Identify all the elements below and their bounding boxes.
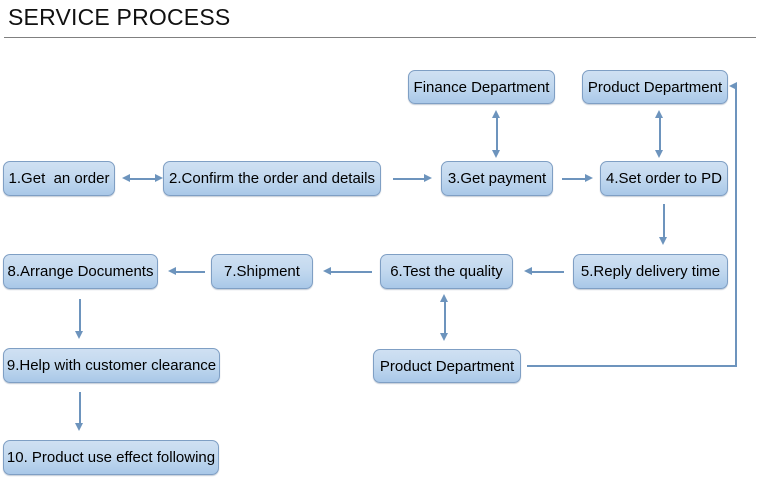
arrowhead-left [323,267,331,275]
node-step-2-confirm-order[interactable]: 2.Confirm the order and details [163,161,381,196]
edge-line [663,204,665,240]
edge-line-horizontal-bottom [527,365,737,367]
node-finance-department[interactable]: Finance Department [408,70,555,104]
arrowhead-left [122,174,130,182]
edge-line [129,178,157,180]
edge-line [79,299,81,334]
node-step-10-product-use-effect[interactable]: 10. Product use effect following [3,440,219,475]
arrowhead-down [75,331,83,339]
node-step-4-set-order-to-pd[interactable]: 4.Set order to PD [600,161,728,196]
edge-line [530,271,564,273]
arrowhead-left [168,267,176,275]
arrowhead-down [655,150,663,158]
arrowhead-up [492,110,500,118]
node-step-7-shipment[interactable]: 7.Shipment [211,254,313,289]
node-step-1-get-an-order[interactable]: 1.Get an order [3,161,115,196]
arrowhead-left [524,267,532,275]
edge-line-vertical-right [735,86,737,366]
edge-line [393,178,425,180]
edge-line [562,178,589,180]
edge-line [330,271,372,273]
node-step-5-reply-delivery-time[interactable]: 5.Reply delivery time [573,254,728,289]
arrowhead-right [155,174,163,182]
edge-elbow-bottom [735,365,737,367]
node-step-9-customer-clearance[interactable]: 9.Help with customer clearance [3,348,220,383]
edge-line [659,117,661,153]
arrowhead-down [659,237,667,245]
arrowhead-down [75,423,83,431]
edge-line [175,271,205,273]
arrowhead-down [440,333,448,341]
arrowhead-up [655,110,663,118]
arrowhead-right [424,174,432,182]
edge-line [496,117,498,153]
arrowhead-right [585,174,593,182]
edge-line [444,301,446,336]
arrowhead-down [492,150,500,158]
title-divider [4,37,756,38]
node-step-8-arrange-documents[interactable]: 8.Arrange Documents [3,254,158,289]
arrowhead-up [440,294,448,302]
arrowhead-left [729,82,737,90]
node-step-3-get-payment[interactable]: 3.Get payment [441,161,553,196]
edge-line [79,392,81,425]
node-product-department-bottom[interactable]: Product Department [373,349,521,383]
node-product-department-top[interactable]: Product Department [582,70,728,104]
page-title: SERVICE PROCESS [8,4,231,30]
node-step-6-test-the-quality[interactable]: 6.Test the quality [380,254,513,289]
